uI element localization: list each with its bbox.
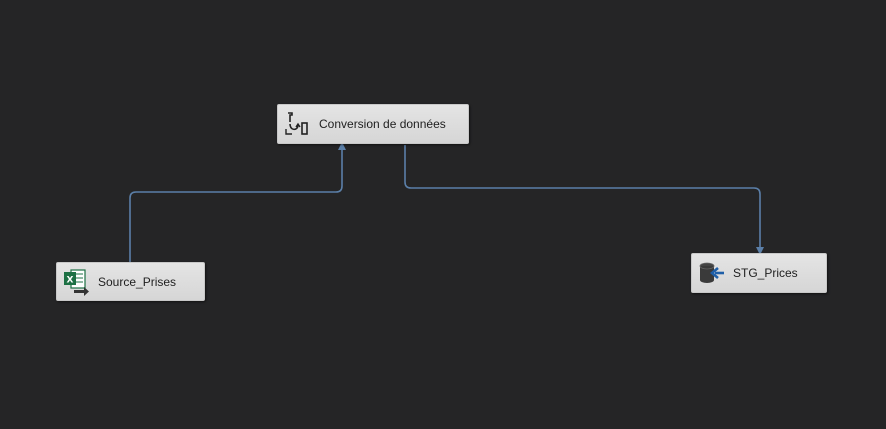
- excel-source-label: Source_Prises: [98, 274, 177, 289]
- path-source-to-conversion[interactable]: [129, 142, 346, 262]
- excel-source-node[interactable]: X Source_Prises: [56, 262, 205, 301]
- database-destination-icon: [697, 259, 725, 287]
- data-conversion-label: Conversion de données: [319, 117, 446, 131]
- data-conversion-icon: [283, 110, 311, 138]
- svg-text:X: X: [67, 275, 74, 285]
- path-conversion-to-stg[interactable]: [404, 145, 764, 255]
- database-destination-label: STG_Prices: [733, 266, 798, 280]
- database-destination-node[interactable]: STG_Prices: [691, 253, 827, 293]
- excel-source-icon: X: [62, 268, 90, 296]
- data-conversion-node[interactable]: Conversion de données: [277, 104, 469, 144]
